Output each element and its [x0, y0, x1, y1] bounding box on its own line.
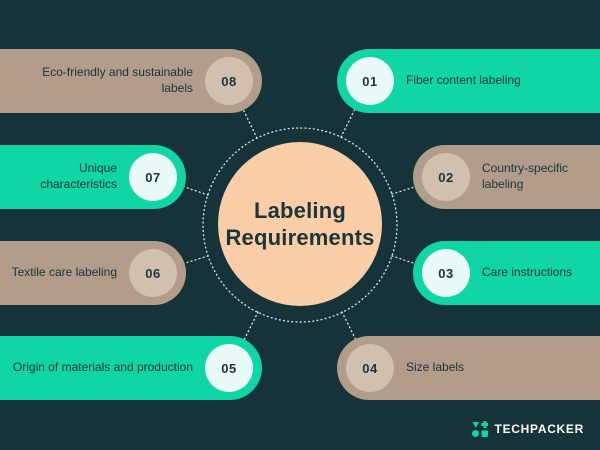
- pill-01: 01 Fiber content labeling: [337, 49, 600, 113]
- dotted-ring: [202, 127, 398, 323]
- pill-08-number-badge: 08: [205, 57, 253, 105]
- pill-03-number-badge: 03: [422, 249, 470, 297]
- pill-01-number-badge: 01: [346, 57, 394, 105]
- pill-07-number-badge: 07: [129, 153, 177, 201]
- techpacker-logo-text: TECHPACKER: [494, 422, 584, 436]
- pill-06-label: Textile care labeling: [11, 265, 117, 280]
- pill-07-label: Unique characteristics: [40, 161, 117, 191]
- pill-04-label: Size labels: [406, 360, 465, 375]
- pill-02-label: Country-specific labeling: [482, 161, 569, 191]
- pill-05: Origin of materials and production 05: [0, 336, 262, 400]
- pill-06-number-badge: 06: [129, 249, 177, 297]
- pill-07: Unique characteristics 07: [0, 145, 186, 209]
- pill-08-label: Eco-friendly and sustainable labels: [42, 65, 193, 95]
- pill-04-number-badge: 04: [346, 344, 394, 392]
- page-title: Labeling Requirements: [225, 197, 375, 251]
- pill-06: Textile care labeling 06: [0, 241, 186, 305]
- pill-02-number-badge: 02: [422, 153, 470, 201]
- pill-01-label: Fiber content labeling: [406, 73, 521, 88]
- pill-02: 02 Country-specific labeling: [413, 145, 600, 209]
- pill-03-label: Care instructions: [482, 265, 573, 280]
- pill-05-number-badge: 05: [205, 344, 253, 392]
- techpacker-logo-icon: [471, 421, 488, 437]
- pill-04: 04 Size labels: [337, 336, 600, 400]
- techpacker-logo: TECHPACKER: [471, 421, 584, 437]
- pill-05-label: Origin of materials and production: [12, 360, 193, 375]
- center-circle: Labeling Requirements: [218, 142, 382, 306]
- pill-03: 03 Care instructions: [413, 241, 600, 305]
- pill-08: Eco-friendly and sustainable labels 08: [0, 49, 262, 113]
